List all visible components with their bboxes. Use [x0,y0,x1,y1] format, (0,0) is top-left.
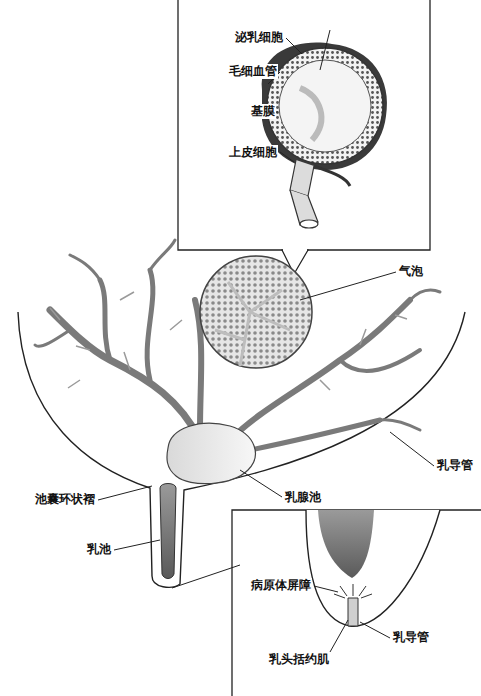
part-label: 乳导管 [392,630,430,645]
part-label: 上皮细胞 [228,145,278,160]
part-label: 乳腺池 [284,490,322,505]
part-label: 气泡 [398,264,424,279]
part-label: 乳导管 [436,458,474,473]
part-label: 基膜 [250,104,276,119]
part-label: 病原体屏障 [250,578,312,593]
part-label: 泌乳细胞 [234,30,284,45]
part-label: 乳头括约肌 [268,652,330,667]
part-label: 乳池 [86,542,112,557]
part-label: 毛细血管 [228,64,278,79]
part-label: 池囊环状褶 [34,492,96,507]
